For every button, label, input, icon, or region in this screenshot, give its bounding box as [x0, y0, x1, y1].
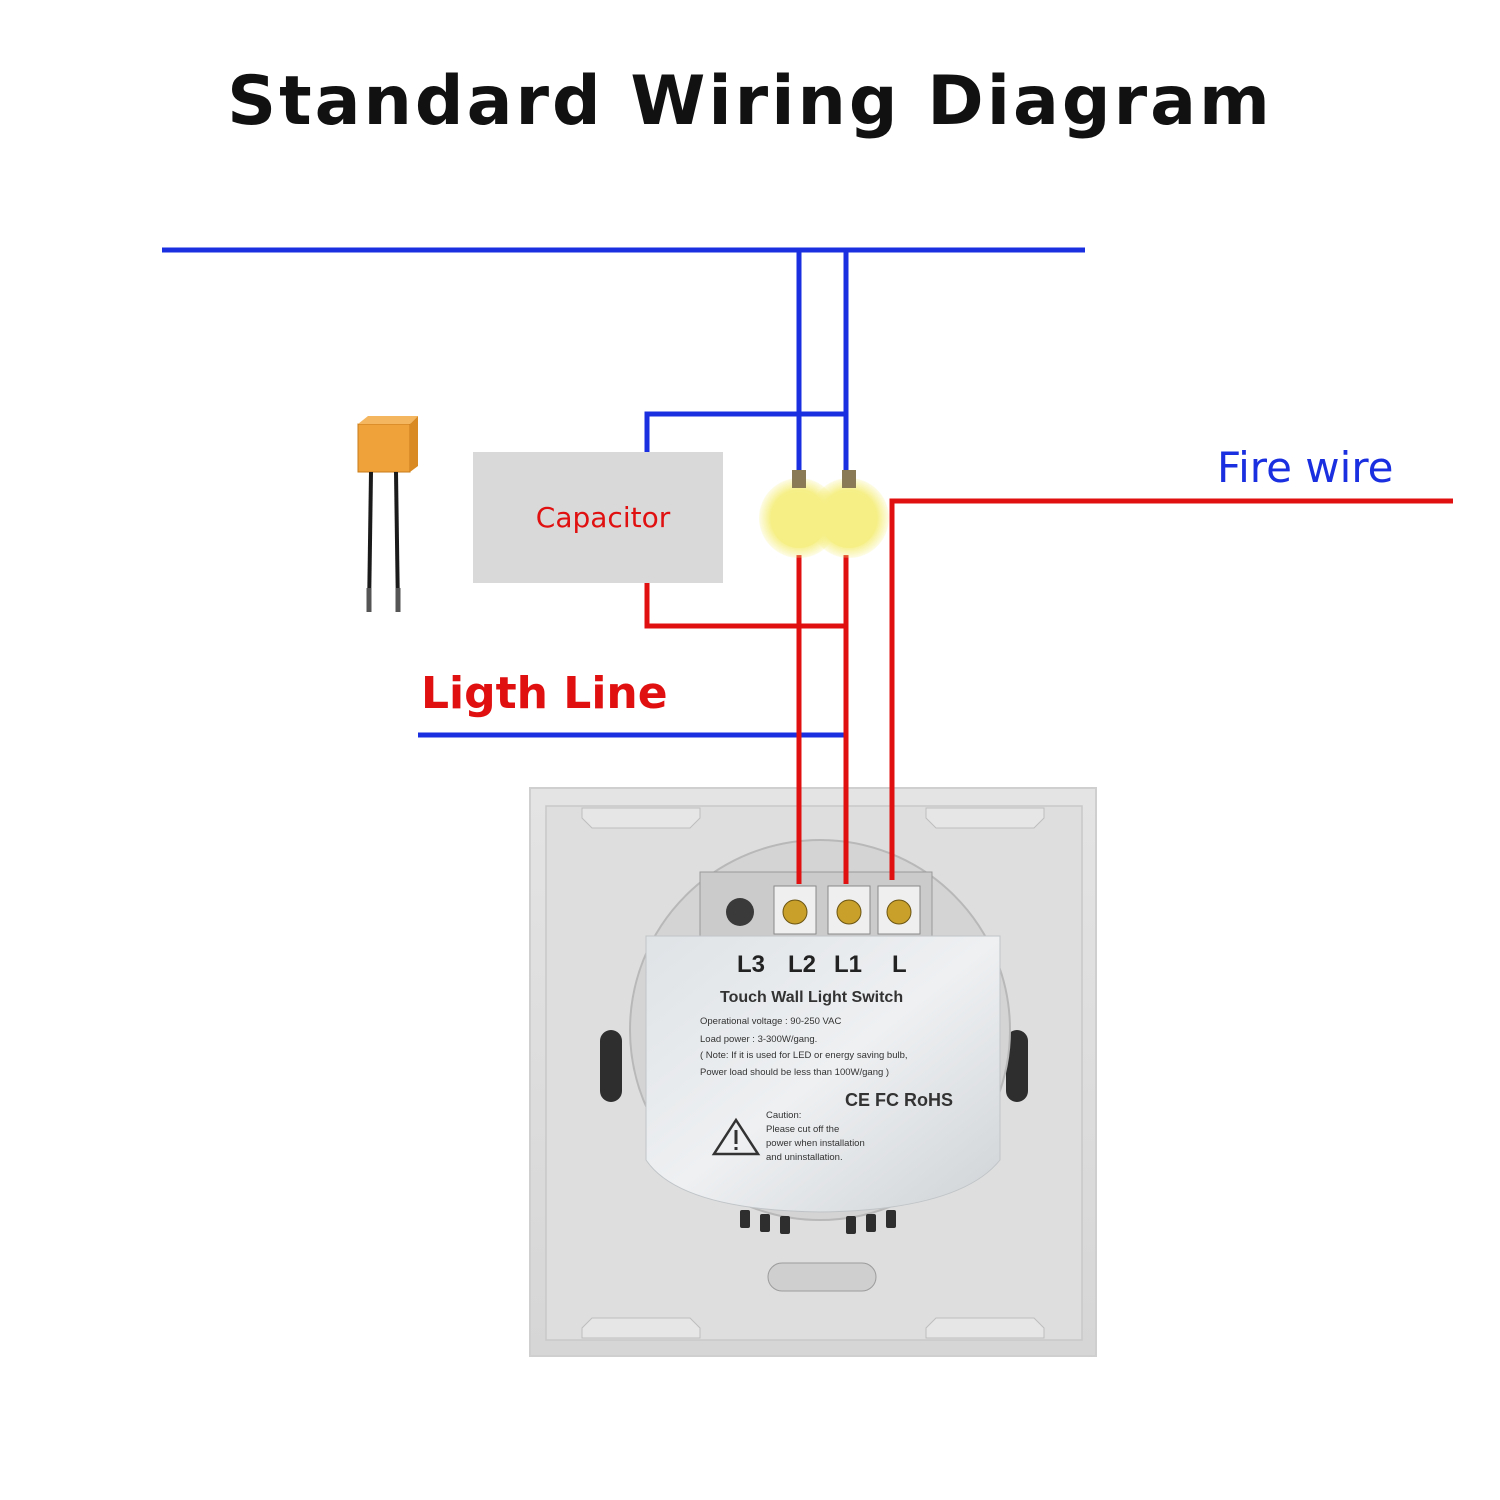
caution-line-3: power when installation — [766, 1138, 865, 1149]
caution-line-1: Caution: — [766, 1110, 801, 1121]
light-line-label: Ligth Line — [421, 668, 668, 719]
capacitor-box — [473, 452, 723, 583]
switch-module — [629, 839, 1011, 1234]
spec-line-1: Operational voltage : 90-250 VAC — [700, 1016, 841, 1027]
product-name: Touch Wall Light Switch — [720, 989, 903, 1006]
terminal-screws — [726, 885, 921, 935]
terminal-label-l3: L3 — [737, 951, 765, 978]
terminal-label-l: L — [892, 951, 907, 978]
terminal-label-l1: L1 — [834, 951, 862, 978]
caution-line-4: and uninstallation. — [766, 1152, 843, 1163]
capacitor-label: Capacitor — [536, 501, 671, 534]
fire-wire-label: Fire wire — [1217, 443, 1394, 492]
warning-triangle-icon — [711, 1117, 761, 1156]
live-wires — [644, 498, 1453, 884]
spec-line-2: Load power : 3-300W/gang. — [700, 1034, 817, 1045]
capacitor-component-icon — [357, 416, 418, 613]
caution-line-2: Please cut off the — [766, 1124, 839, 1135]
terminal-label-l2: L2 — [788, 951, 816, 978]
light-bulb-icon — [809, 470, 889, 558]
neutral-wires — [162, 247, 1085, 738]
spec-line-4: Power load should be less than 100W/gang… — [700, 1067, 889, 1078]
diagram-title: Standard Wiring Diagram — [227, 62, 1273, 141]
certification-marks: CE FC RoHS — [845, 1090, 953, 1110]
spec-line-3: ( Note: If it is used for LED or energy … — [700, 1050, 908, 1061]
